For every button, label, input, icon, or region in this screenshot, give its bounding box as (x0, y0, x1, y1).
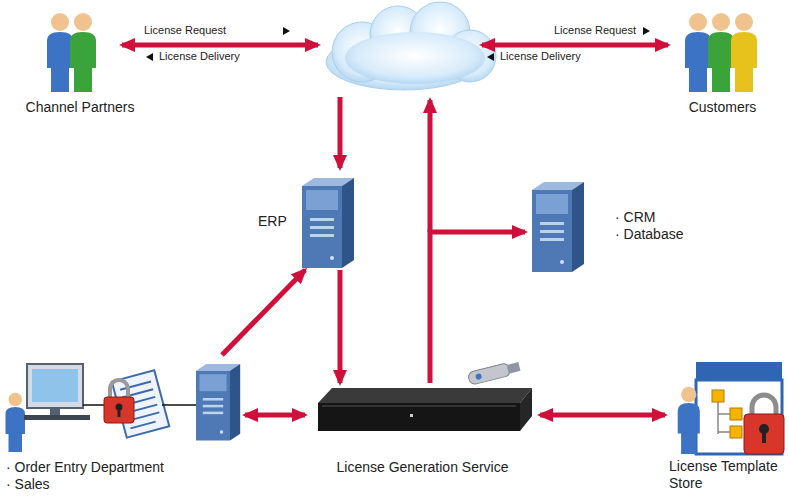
order-server (196, 364, 240, 441)
license-appliance (318, 360, 532, 431)
node-label: Customers (689, 99, 757, 116)
flow-arrow (222, 270, 305, 355)
crm-server (532, 182, 584, 272)
arrow-label: License Request (553, 24, 637, 37)
customer-figures (685, 13, 757, 92)
node-label: · CRM (615, 209, 655, 226)
appliance-node: License Generation Service (305, 383, 540, 480)
node-label: License Generation Service (337, 459, 509, 476)
arrow-label: License Request (143, 24, 227, 37)
flow-arrow (430, 232, 525, 383)
node-label: · Sales (6, 476, 50, 493)
cloud (326, 2, 496, 90)
erp-server (302, 178, 354, 268)
template-store (678, 362, 784, 454)
flow-arrow (540, 413, 665, 418)
exchange-arrow (122, 43, 318, 48)
cloud-arrow (428, 100, 433, 232)
arrow-label: License Delivery (499, 50, 582, 63)
actor-group: Customers (660, 8, 785, 118)
node-label: License Template Store (669, 458, 785, 492)
server-node: · CRM· Database (525, 178, 715, 273)
workstation (6, 364, 197, 452)
flow-arrow (245, 413, 305, 418)
node-label: ERP (258, 213, 287, 230)
server-node: ERP (250, 172, 365, 270)
node-label: · Order Entry Department (6, 459, 164, 476)
node-label: · Database (615, 226, 683, 243)
store-node: License Template Store (665, 355, 787, 495)
partner-figures (47, 13, 96, 92)
node-label: Channel Partners (26, 99, 135, 116)
arrow-label: License Delivery (158, 50, 241, 63)
cloud-arrow (338, 97, 343, 168)
actor-group: Channel Partners (10, 8, 150, 118)
exchange-arrow (482, 43, 668, 48)
workstation-node: · Order Entry Department· Sales (2, 355, 245, 495)
flow-arrow (338, 270, 343, 383)
